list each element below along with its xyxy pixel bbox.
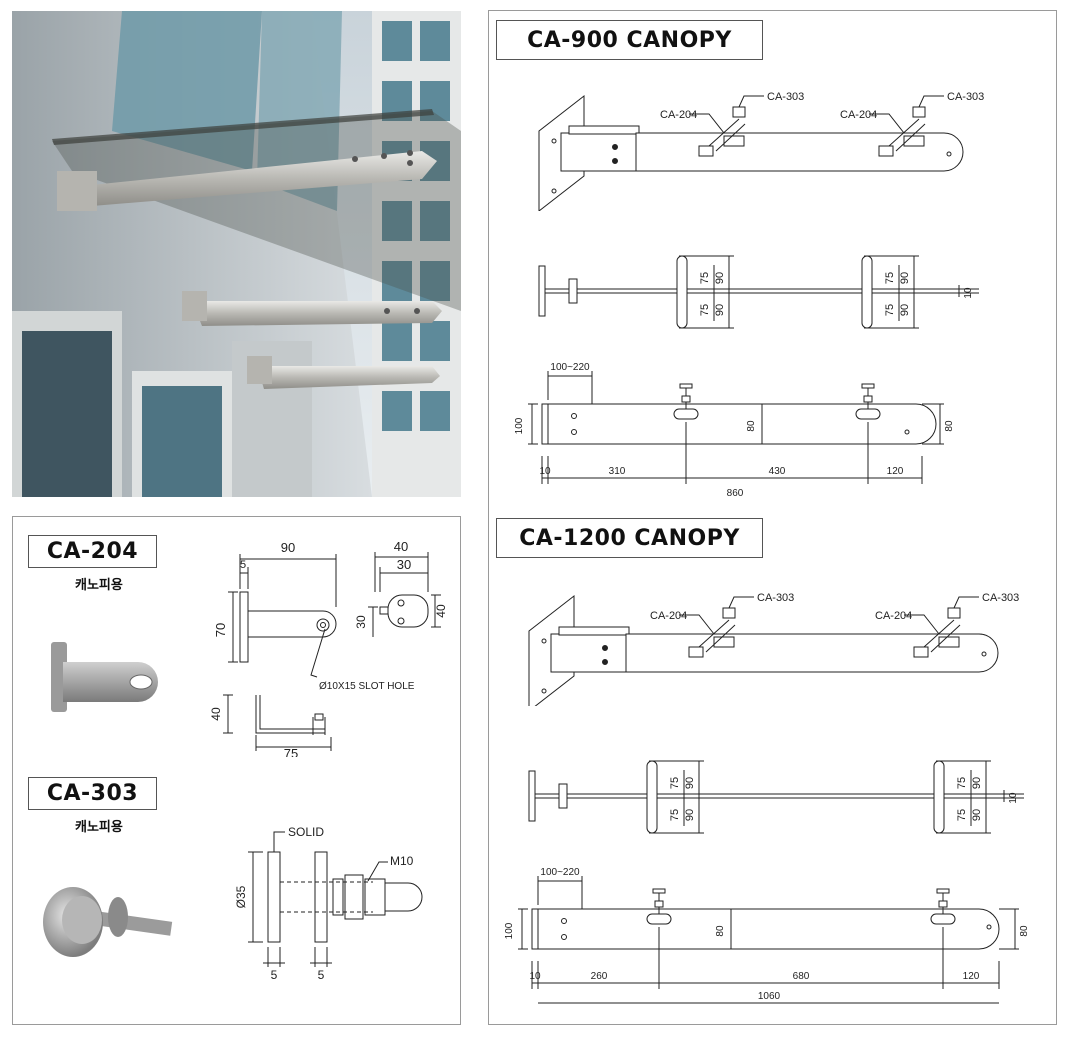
parts-panel: CA-204 캐노피용 bbox=[12, 516, 461, 1025]
ca1200-top-bar: 80 bbox=[715, 925, 726, 937]
ca900-plan-75c: 75 bbox=[884, 272, 896, 284]
ca900-callout-303-a: CA-303 bbox=[767, 91, 804, 103]
ca204-dim-side-30: 30 bbox=[397, 557, 411, 572]
ca900-top-total: 860 bbox=[727, 488, 744, 496]
ca1200-callout-204-a: CA-204 bbox=[650, 610, 687, 622]
ca1200-top-range: 100~220 bbox=[540, 867, 580, 878]
ca1200-callout-303-a: CA-303 bbox=[757, 592, 794, 604]
ca1200-plan-10: 10 bbox=[1008, 792, 1019, 804]
installation-photo bbox=[12, 11, 461, 497]
ca204-photo bbox=[51, 642, 158, 712]
ca1200-callout-204-b: CA-204 bbox=[875, 610, 912, 622]
ca900-top-height: 100 bbox=[514, 417, 525, 434]
ca1200-plan-90c: 90 bbox=[971, 777, 983, 789]
ca204-dim-side-h30: 30 bbox=[354, 615, 368, 629]
ca1200-plan-75a: 75 bbox=[669, 777, 681, 789]
ca1200-top-s3: 120 bbox=[963, 971, 980, 982]
ca204-dim-bottom-75: 75 bbox=[284, 746, 298, 757]
ca900-callout-303-b: CA-303 bbox=[947, 91, 984, 103]
ca303-dim-w1: 5 bbox=[271, 968, 278, 982]
ca900-plan-90a: 90 bbox=[714, 272, 726, 284]
canopy-panel: CA-900 CANOPY CA-204 CA-303 CA-204 CA-30… bbox=[488, 10, 1057, 1025]
ca1200-plan-90a: 90 bbox=[684, 777, 696, 789]
ca1200-plan-75d: 75 bbox=[956, 809, 968, 821]
ca204-slot-note: Ø10X15 SLOT HOLE bbox=[319, 681, 415, 692]
ca303-drawing: SOLID M10 Ø35 5 5 bbox=[234, 825, 423, 982]
ca900-top: 100~220 100 10 310 430 120 860 80 80 bbox=[514, 362, 955, 496]
ca303-title: CA-303 bbox=[28, 777, 157, 810]
ca900-top-s1: 310 bbox=[609, 466, 626, 477]
ca1200-top-total: 1060 bbox=[758, 991, 781, 1002]
ca204-dim-gap: 5 bbox=[240, 559, 246, 571]
ca1200-top-end: 80 bbox=[1019, 925, 1030, 937]
ca1200-top: 100~220 100 10 260 680 120 1060 80 80 bbox=[504, 867, 1030, 1004]
ca900-plan-75a: 75 bbox=[699, 272, 711, 284]
ca1200-title: CA-1200 CANOPY bbox=[496, 518, 763, 558]
ca1200-elevation: CA-204 CA-303 CA-204 CA-303 bbox=[528, 592, 1019, 706]
ca900-top-bar: 80 bbox=[746, 420, 757, 432]
ca204-subtitle: 캐노피용 bbox=[75, 578, 123, 593]
ca303-solid-note: SOLID bbox=[288, 825, 324, 839]
ca900-top-s3: 120 bbox=[887, 466, 904, 477]
ca1200-callout-303-b: CA-303 bbox=[982, 592, 1019, 604]
ca1200-top-s1: 260 bbox=[591, 971, 608, 982]
ca204-dim-bottom-40: 40 bbox=[209, 707, 223, 721]
ca900-plan-90d: 90 bbox=[899, 304, 911, 316]
ca303-subtitle: 캐노피용 bbox=[75, 820, 123, 835]
ca900-top-end: 80 bbox=[944, 420, 955, 432]
ca303-m10-note: M10 bbox=[390, 854, 414, 868]
ca900-top-plate: 10 bbox=[539, 466, 551, 477]
ca900-plan-75d: 75 bbox=[884, 304, 896, 316]
ca1200-top-s2: 680 bbox=[793, 971, 810, 982]
ca1200-plan: 75 90 75 90 75 90 75 90 10 bbox=[528, 760, 1024, 834]
ca1200-plan-75b: 75 bbox=[669, 809, 681, 821]
ca204-drawing: 90 5 70 Ø10X15 SLOT HOLE 40 30 30 40 40 … bbox=[209, 539, 448, 757]
ca900-plan-90b: 90 bbox=[714, 304, 726, 316]
ca1200-plan-75c: 75 bbox=[956, 777, 968, 789]
ca900-plan-75b: 75 bbox=[699, 304, 711, 316]
ca900-plan-90c: 90 bbox=[899, 272, 911, 284]
ca900-plan-10: 10 bbox=[963, 287, 974, 299]
ca204-dim-side-h40: 40 bbox=[434, 604, 448, 618]
ca900-elevation: CA-204 CA-303 CA-204 CA-303 bbox=[538, 91, 984, 211]
ca900-callout-204-a: CA-204 bbox=[660, 109, 697, 121]
ca204-title: CA-204 bbox=[28, 535, 157, 568]
ca900-top-s2: 430 bbox=[769, 466, 786, 477]
ca1200-plan-90d: 90 bbox=[971, 809, 983, 821]
ca1200-top-plate: 10 bbox=[529, 971, 541, 982]
ca900-callout-204-b: CA-204 bbox=[840, 109, 877, 121]
ca204-dim-top-width: 90 bbox=[281, 540, 295, 555]
ca303-dim-w2: 5 bbox=[318, 968, 325, 982]
ca900-top-range: 100~220 bbox=[550, 362, 590, 373]
ca204-dim-height: 70 bbox=[213, 623, 228, 637]
ca303-photo bbox=[43, 887, 173, 957]
ca1200-plan-90b: 90 bbox=[684, 809, 696, 821]
ca303-dim-dia: Ø35 bbox=[234, 885, 248, 908]
ca1200-top-height: 100 bbox=[504, 922, 515, 939]
ca900-title: CA-900 CANOPY bbox=[496, 20, 763, 60]
ca204-dim-side-40: 40 bbox=[394, 539, 408, 554]
ca900-plan: 75 90 75 90 75 90 75 90 10 bbox=[538, 255, 979, 329]
